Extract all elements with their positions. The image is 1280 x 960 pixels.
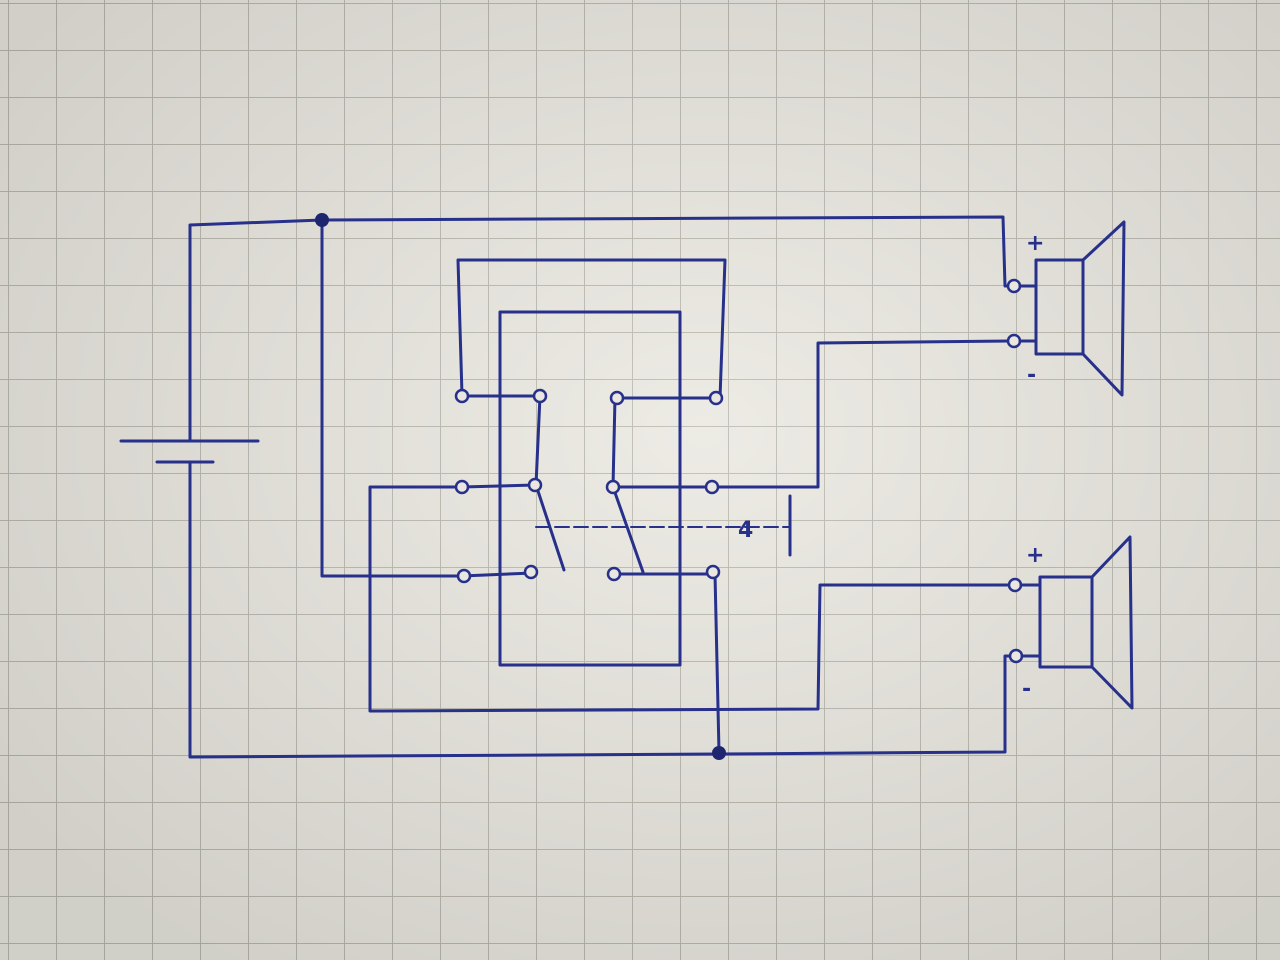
wire-outer-loop (456, 258, 727, 400)
junction-dot-bottom (712, 746, 726, 760)
wire-to-top-speaker-minus (713, 339, 1012, 489)
junction-dot-top (315, 213, 329, 227)
terminal (523, 564, 539, 580)
terminal (705, 564, 721, 580)
speaker-bottom-minus-terminal (1008, 648, 1024, 664)
terminal (454, 479, 470, 495)
battery-symbol (119, 439, 260, 464)
switch-poles: 4 (534, 394, 792, 574)
terminal (609, 390, 625, 406)
terminal (708, 390, 724, 406)
speaker-top-cone (1081, 220, 1126, 397)
wire-junction-to-switch (320, 218, 464, 578)
speaker-top-plus-terminal (1006, 278, 1022, 294)
wire-switch-to-negative (713, 572, 721, 754)
link-row3-left (460, 571, 535, 578)
speaker-bottom-minus-label: - (1022, 677, 1031, 702)
terminal (527, 477, 543, 493)
wire-negative-rail (188, 460, 1016, 759)
terminal (704, 479, 720, 495)
terminal (456, 568, 472, 584)
terminal (532, 388, 548, 404)
terminal (454, 388, 470, 404)
speaker-bottom-cone (1090, 535, 1134, 710)
speaker-bottom-plus-label: + (1026, 543, 1044, 568)
speaker-top: + - (1006, 220, 1126, 397)
wire-to-bottom-speaker-plus (368, 485, 1014, 713)
speaker-top-minus-terminal (1006, 333, 1022, 349)
speaker-top-minus-label: - (1027, 363, 1036, 388)
speaker-top-magnet (1034, 258, 1085, 356)
speaker-bottom-magnet (1038, 575, 1094, 669)
speaker-top-plus-label: + (1026, 231, 1044, 256)
terminal (606, 566, 622, 582)
link-row2-left (460, 483, 537, 489)
speaker-bottom: + - (1007, 535, 1134, 710)
wire-positive-rail (188, 215, 1014, 443)
switch-terminals (454, 388, 724, 584)
speaker-bottom-plus-terminal (1007, 577, 1023, 593)
terminal (605, 479, 621, 495)
switch-label: 4 (738, 518, 753, 543)
